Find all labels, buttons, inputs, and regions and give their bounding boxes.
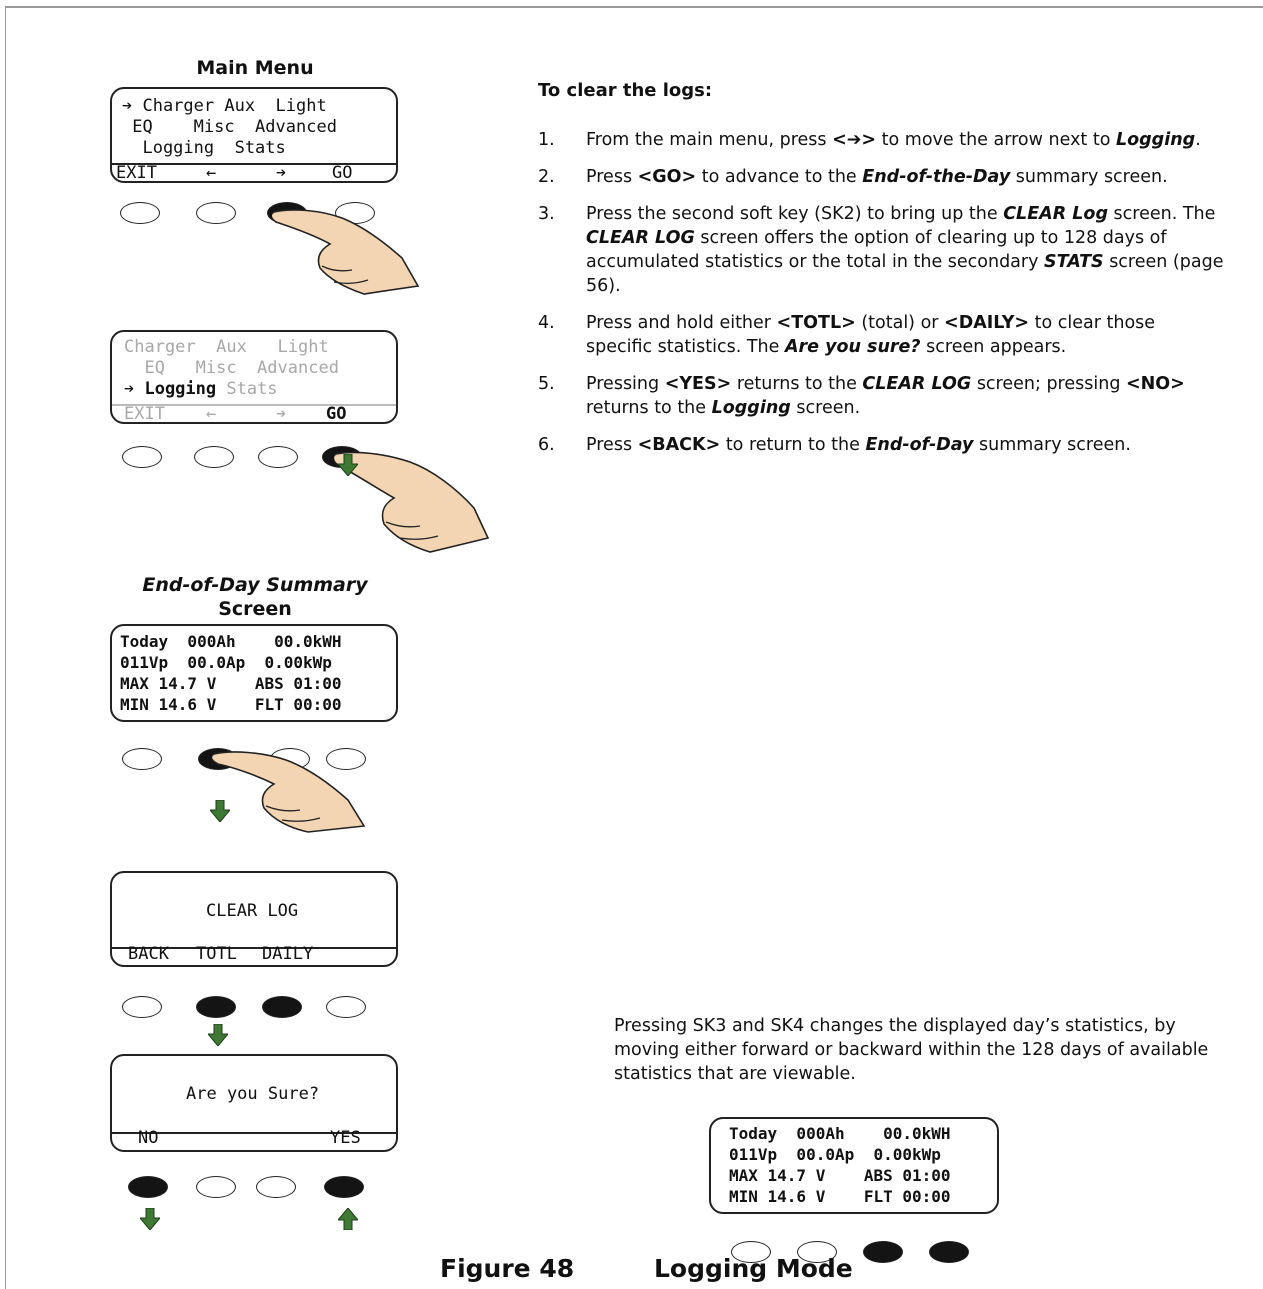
main-menu-lcd: ➔ Charger Aux Light EQ Misc Advanced Log… xyxy=(110,87,398,183)
down-arrow-icon xyxy=(208,1024,228,1046)
softkey-row xyxy=(110,1176,400,1200)
down-arrow-icon xyxy=(140,1208,160,1230)
end-of-day-lcd: Today 000Ah 00.0kWH 011Vp 00.0Ap 0.00kWp… xyxy=(110,624,398,722)
softkey-4[interactable] xyxy=(929,1241,969,1263)
logging-selected: ➔ Logging xyxy=(124,379,217,399)
lcd-row: EQ Misc Advanced xyxy=(122,117,337,137)
softkey-row xyxy=(110,996,400,1020)
lcd-row: MIN 14.6 V FLT 00:00 xyxy=(729,1187,951,1206)
down-arrow-icon xyxy=(210,800,230,822)
main-menu-title: Main Menu xyxy=(196,57,314,79)
instruction-step: 3. Press the second soft key (SK2) to br… xyxy=(538,202,1226,298)
lcd-row: Today 000Ah 00.0kWH xyxy=(729,1124,951,1143)
softkey-2[interactable] xyxy=(797,1241,837,1263)
softkey-2[interactable] xyxy=(196,202,236,224)
down-arrow-icon xyxy=(338,454,358,476)
softkey-label-left: ← xyxy=(206,163,217,183)
step-text: Press <BACK> to return to the End-of-Day… xyxy=(586,435,1131,455)
softkey-label-back: BACK xyxy=(128,944,169,964)
softkey-4[interactable] xyxy=(324,1176,364,1198)
step-number: 4. xyxy=(538,313,555,333)
lcd-row: Today 000Ah 00.0kWH xyxy=(120,632,342,651)
softkey-4[interactable] xyxy=(326,996,366,1018)
lcd-row: MAX 14.7 V ABS 01:00 xyxy=(729,1166,951,1185)
step-number: 3. xyxy=(538,204,555,224)
softkey-4[interactable] xyxy=(326,748,366,770)
step-text: Pressing <YES> returns to the CLEAR LOG … xyxy=(586,374,1185,418)
instruction-step: 5. Pressing <YES> returns to the CLEAR L… xyxy=(538,372,1226,420)
softkey-2[interactable] xyxy=(194,446,234,468)
step-number: 6. xyxy=(538,435,555,455)
softkey-1[interactable] xyxy=(122,996,162,1018)
figure-number: Figure 48 xyxy=(440,1254,575,1283)
softkey-label-go: GO xyxy=(326,404,347,424)
instruction-steps: 1. From the main menu, press <➔> to move… xyxy=(538,128,1226,470)
step-text: From the main menu, press <➔> to move th… xyxy=(586,130,1201,150)
softkey-3[interactable] xyxy=(258,446,298,468)
step-number: 5. xyxy=(538,374,555,394)
softkey-row xyxy=(709,1241,999,1265)
softkey-label-yes: YES xyxy=(330,1128,361,1148)
softkey-1[interactable] xyxy=(122,748,162,770)
instruction-step: 6. Press <BACK> to return to the End-of-… xyxy=(538,433,1226,457)
lcd-softkey-divider xyxy=(112,163,396,165)
pressing-hand-icon xyxy=(212,751,366,833)
lcd-row: MAX 14.7 V ABS 01:00 xyxy=(120,674,342,693)
softkey-3[interactable] xyxy=(256,1176,296,1198)
softkey-1[interactable] xyxy=(731,1241,771,1263)
lcd-softkey-divider xyxy=(112,404,396,406)
figure-title: Logging Mode xyxy=(654,1254,853,1283)
softkey-label-exit: EXIT xyxy=(124,404,165,424)
softkey-label-left: ← xyxy=(206,404,217,424)
softkey-label-totl: TOTL xyxy=(196,944,237,964)
side-note: Pressing SK3 and SK4 changes the display… xyxy=(614,1016,1209,1084)
step-text: Press and hold either <TOTL> (total) or … xyxy=(586,313,1156,357)
softkey-label-go: GO xyxy=(332,163,353,183)
lcd-row: 011Vp 00.0Ap 0.00kWp xyxy=(729,1145,941,1164)
clear-log-title: CLEAR LOG xyxy=(206,901,299,921)
softkey-3[interactable] xyxy=(262,996,302,1018)
lcd-row: ➔ Logging Stats xyxy=(124,379,278,400)
lcd-row: ➔ Charger Aux Light xyxy=(122,96,327,116)
lcd-row: 011Vp 00.0Ap 0.00kWp xyxy=(120,653,332,672)
softkey-label-daily: DAILY xyxy=(262,944,314,964)
stats-dim: Stats xyxy=(216,379,278,399)
clear-log-lcd: CLEAR LOG BACK TOTL DAILY xyxy=(110,871,398,967)
softkey-1[interactable] xyxy=(122,446,162,468)
instructions-heading: To clear the logs: xyxy=(538,80,713,101)
step-text: Press the second soft key (SK2) to bring… xyxy=(586,204,1224,296)
instruction-step: 2. Press <GO> to advance to the End-of-t… xyxy=(538,165,1226,189)
page-frame-left xyxy=(5,6,6,1289)
softkey-3[interactable] xyxy=(863,1241,903,1263)
softkey-1[interactable] xyxy=(120,202,160,224)
logging-menu-lcd: Charger Aux Light EQ Misc Advanced ➔ Log… xyxy=(110,330,398,424)
step-number: 1. xyxy=(538,130,555,150)
instruction-step: 4. Press and hold either <TOTL> (total) … xyxy=(538,311,1226,359)
lcd-row: Charger Aux Light xyxy=(124,337,329,357)
end-of-day-lcd-right: Today 000Ah 00.0kWH 011Vp 00.0Ap 0.00kWp… xyxy=(709,1117,999,1214)
lcd-row: EQ Misc Advanced xyxy=(124,358,339,378)
softkey-label-right: ➔ xyxy=(276,404,287,424)
lcd-row: MIN 14.6 V FLT 00:00 xyxy=(120,695,342,714)
softkey-label-right: ➔ xyxy=(276,163,287,183)
lcd-row: Logging Stats xyxy=(122,138,286,158)
up-arrow-icon xyxy=(338,1208,358,1230)
step-text: Press <GO> to advance to the End-of-the-… xyxy=(586,167,1168,187)
softkey-label-no: NO xyxy=(138,1128,159,1148)
page-frame-top xyxy=(5,6,1263,8)
step-number: 2. xyxy=(538,167,555,187)
confirm-prompt: Are you Sure? xyxy=(186,1084,320,1104)
softkey-1[interactable] xyxy=(128,1176,168,1198)
instruction-step: 1. From the main menu, press <➔> to move… xyxy=(538,128,1226,152)
softkey-2[interactable] xyxy=(196,1176,236,1198)
end-of-day-title-line2: Screen xyxy=(218,598,292,620)
pressing-hand-icon xyxy=(272,209,420,295)
lcd-softkey-divider xyxy=(112,947,396,949)
end-of-day-title-line1: End-of-Day Summary xyxy=(142,574,368,596)
confirm-lcd: Are you Sure? NO YES xyxy=(110,1054,398,1152)
softkey-label-exit: EXIT xyxy=(116,163,157,183)
softkey-2[interactable] xyxy=(196,996,236,1018)
lcd-softkey-divider xyxy=(112,1132,396,1134)
